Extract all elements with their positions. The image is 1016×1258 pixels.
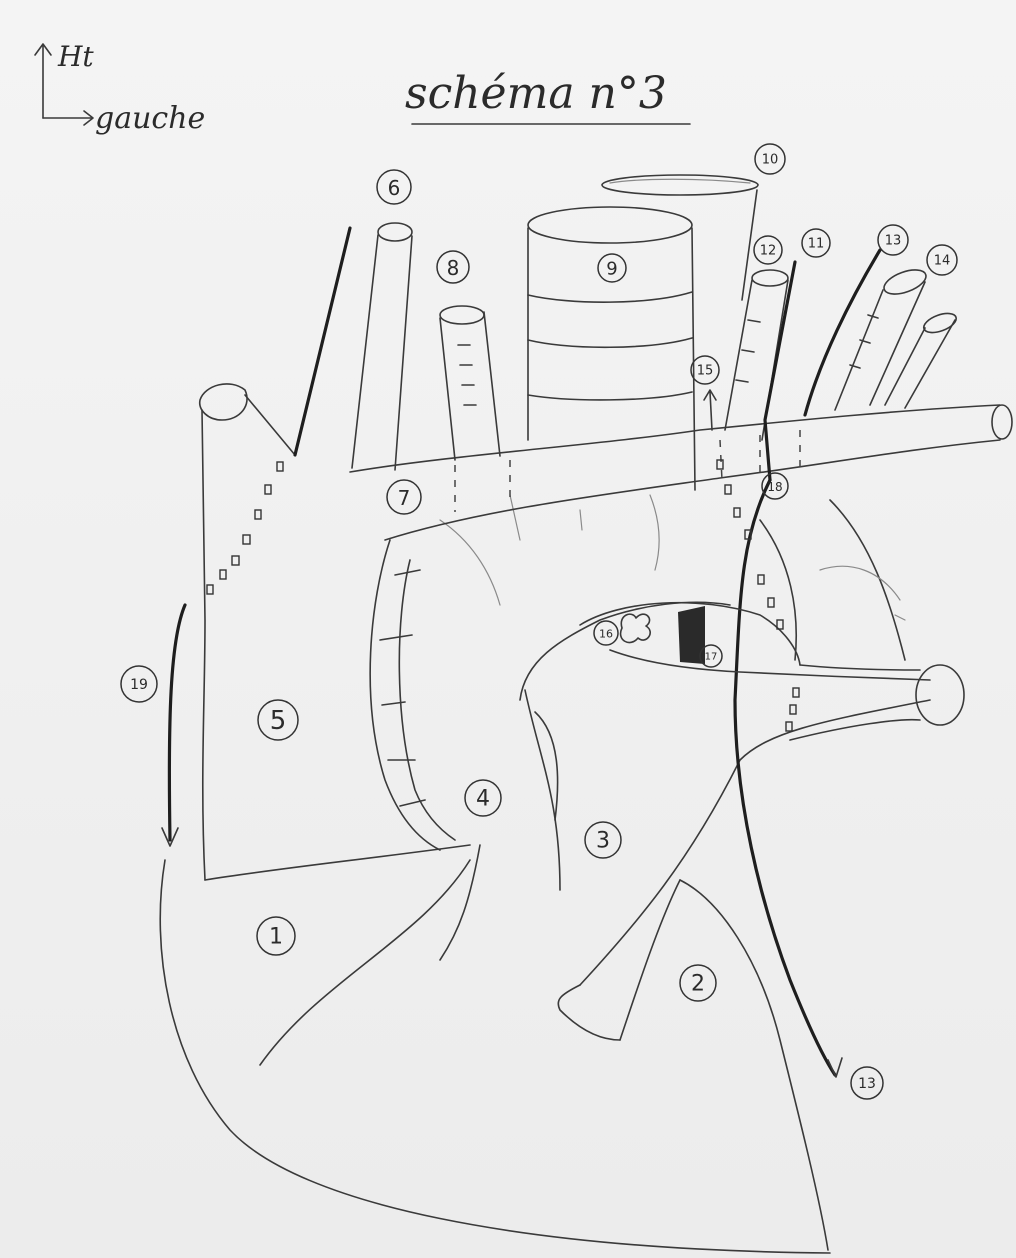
- label-10: 10: [755, 144, 785, 174]
- vessel-7: [350, 405, 1012, 540]
- interventricular-line: [440, 845, 480, 960]
- label-13: 13: [878, 225, 908, 255]
- left-ventricle-right: [680, 880, 828, 1250]
- vessel-8-rings: [458, 345, 476, 405]
- vessel-12-walls: [725, 280, 788, 440]
- vessel-13-top: [881, 265, 929, 299]
- svg-text:13: 13: [885, 234, 902, 249]
- svg-text:13: 13: [858, 1076, 876, 1092]
- cloud-16-icon: [621, 614, 651, 642]
- svg-text:16: 16: [599, 628, 613, 641]
- arrow-19-line: [169, 605, 185, 840]
- svg-text:12: 12: [760, 244, 777, 259]
- orientation-marker: Ht gauche: [35, 40, 205, 136]
- vena-cava-top: [200, 384, 247, 420]
- label-3: 3: [585, 822, 621, 858]
- orientation-right-label: gauche: [95, 101, 205, 136]
- ventricle-septum-line: [260, 860, 470, 1065]
- vessel-7-top: [350, 405, 1000, 472]
- dotted-squares: [207, 460, 799, 731]
- vessel-6-walls: [352, 235, 412, 470]
- nerve-crossing-line: [760, 520, 796, 660]
- left-atrium-edge: [830, 500, 905, 660]
- left-ventricle-top: [580, 700, 930, 985]
- label-4: 4: [465, 780, 501, 816]
- svg-text:5: 5: [270, 706, 287, 736]
- label-6: 6: [377, 170, 411, 204]
- svg-text:15: 15: [697, 364, 714, 379]
- vessel-8: [440, 306, 500, 460]
- label-1: 1: [257, 917, 295, 955]
- label-15: 15: [691, 356, 719, 384]
- orientation-up-label: Ht: [57, 40, 94, 73]
- vessel-14-walls: [885, 320, 955, 408]
- arch-shading-lines: [440, 495, 659, 605]
- label-7: 7: [387, 480, 421, 514]
- cylinder-9-bands: [528, 292, 692, 400]
- label-19: 19: [121, 666, 157, 702]
- vessel-7-end: [992, 405, 1012, 439]
- vessel-13-14: [805, 250, 959, 415]
- svg-text:14: 14: [934, 254, 951, 269]
- right-atrium-left-edge: [202, 410, 205, 880]
- svg-text:7: 7: [398, 486, 411, 510]
- vessel-right-walls: [790, 665, 920, 740]
- label-5: 5: [258, 700, 298, 740]
- pulmonary-trunk-inner: [535, 712, 558, 820]
- svg-text:19: 19: [130, 677, 148, 693]
- apex-notch: [558, 985, 620, 1040]
- aortic-arch-inner: [399, 560, 455, 840]
- vessel-12: [725, 262, 795, 480]
- ligament-dark-patch: [678, 606, 705, 664]
- svg-text:2: 2: [691, 972, 705, 997]
- vessel-10-outline: [602, 175, 758, 195]
- label-11: 11: [802, 229, 830, 257]
- label-8: 8: [437, 251, 469, 283]
- atrium-bottom-edge: [205, 845, 470, 880]
- arrow-15-icon: [704, 390, 716, 430]
- cylinder-9-top: [528, 207, 692, 243]
- vessel-12-top: [752, 270, 788, 286]
- recurrent-nerve: [735, 480, 842, 1077]
- svg-text:4: 4: [476, 787, 490, 812]
- svg-text:18: 18: [767, 480, 782, 494]
- ligament-lower: [610, 650, 930, 680]
- vessel-8-walls: [440, 312, 500, 460]
- label-16: 16: [594, 621, 618, 645]
- vessel-7-dashes: [455, 430, 800, 512]
- label-2: 2: [680, 965, 716, 1001]
- vessel-6-bold-line: [295, 228, 350, 455]
- vessel-end-right: [916, 665, 964, 725]
- svg-text:10: 10: [762, 153, 779, 168]
- heart-outline: [160, 384, 930, 1253]
- svg-text:6: 6: [388, 176, 401, 200]
- ligament-16-17: [580, 603, 964, 740]
- vena-cava-right-edge: [245, 395, 295, 455]
- nerve-11-line: [765, 262, 795, 480]
- arrow-19: [162, 605, 185, 846]
- vessel-13-walls: [835, 282, 925, 410]
- vessel-10-inner: [610, 179, 750, 183]
- up-arrow-icon: [35, 44, 51, 118]
- svg-text:8: 8: [447, 256, 460, 280]
- diagram-title: schéma n°3: [405, 68, 667, 119]
- svg-text:11: 11: [808, 237, 825, 252]
- svg-text:3: 3: [596, 829, 610, 854]
- svg-text:9: 9: [606, 259, 617, 280]
- label-12: 12: [754, 236, 782, 264]
- diagram-title-group: schéma n°3: [405, 68, 690, 124]
- vessel-6-top: [378, 223, 412, 241]
- svg-text:1: 1: [269, 925, 283, 950]
- heart-outer-contour: [160, 860, 830, 1253]
- label-14: 14: [927, 245, 957, 275]
- vessel-10: [602, 175, 758, 300]
- right-arrow-icon: [43, 111, 93, 125]
- svg-text:17: 17: [705, 652, 718, 663]
- vessel-6: [295, 223, 412, 470]
- vessel-8-top: [440, 306, 484, 324]
- label-9: 9: [598, 254, 626, 282]
- label-13-lower: 13: [851, 1067, 883, 1099]
